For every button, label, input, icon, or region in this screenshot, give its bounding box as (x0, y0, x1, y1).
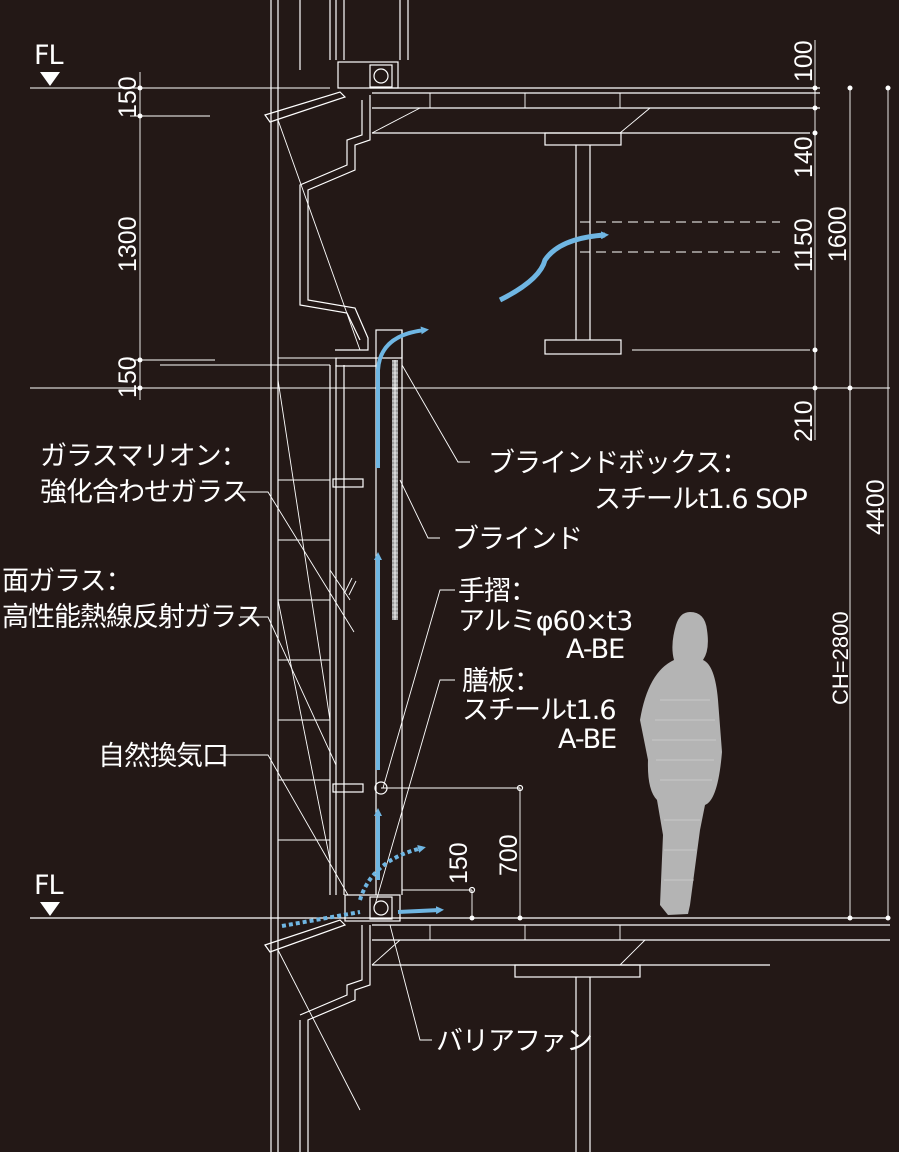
dim-sill-height: 150 (445, 842, 473, 884)
lower-slab (30, 357, 890, 1152)
label-handrail-3: A-BE (566, 634, 624, 665)
fl-lower-triangle-icon (40, 902, 60, 916)
fl-upper-triangle-icon (40, 72, 60, 86)
dim-left-window: 1300 (114, 216, 142, 272)
dim-right-1150: 1150 (790, 218, 818, 272)
label-sill-3: A-BE (558, 724, 616, 755)
airflow-room-arrow (498, 231, 609, 303)
label-mullion-2: 強化合わせガラス (40, 477, 247, 508)
dimension-lines (130, 40, 891, 921)
dim-right-4400: 4400 (862, 479, 890, 535)
label-glass-2: 高性能熱線反射ガラス (2, 602, 261, 633)
label-mullion-1: ガラスマリオン： (40, 441, 247, 472)
label-vent: 自然換気口 (98, 741, 228, 772)
dim-right-1600: 1600 (824, 206, 852, 262)
dim-right-top: 100 (790, 40, 818, 82)
upper-spandrel (30, 61, 820, 351)
dim-left-lower: 150 (114, 356, 142, 398)
label-handrail-2: アルミφ60×t3 (458, 606, 632, 637)
dim-right-210: 210 (790, 400, 818, 442)
label-barrier-fan: バリアファン (436, 1026, 592, 1057)
dim-ceiling-height: CH=2800 (828, 611, 853, 705)
facade-structure (270, 0, 409, 1152)
steel-i-beam (544, 132, 810, 355)
label-handrail-1: 手摺： (458, 576, 536, 607)
fl-lower-label: FL (34, 870, 64, 901)
person-silhouette (640, 612, 722, 915)
dim-right-140: 140 (790, 136, 818, 178)
label-sill-1: 膳板： (462, 666, 540, 697)
airflow-up-arrow (376, 326, 429, 468)
fl-upper-label: FL (34, 40, 64, 71)
airflow-intake-arrow (281, 910, 361, 928)
dim-rail-height: 700 (495, 834, 523, 876)
label-sill-2: スチールt1.6 (462, 695, 616, 726)
airflow-vent-arrow (358, 845, 426, 901)
dim-left-upper: 150 (114, 76, 142, 118)
label-blind: ブラインド (452, 524, 582, 555)
airflow-fan-arrow (397, 906, 444, 915)
label-glass-1: 面ガラス： (2, 566, 131, 597)
leader-lines (220, 364, 470, 1041)
airflow-arrows (281, 231, 609, 928)
floor-level-markers (40, 72, 60, 916)
label-blind-box-2: スチールt1.6 SOP (594, 484, 807, 515)
label-blind-box-1: ブラインドボックス： (488, 448, 747, 479)
